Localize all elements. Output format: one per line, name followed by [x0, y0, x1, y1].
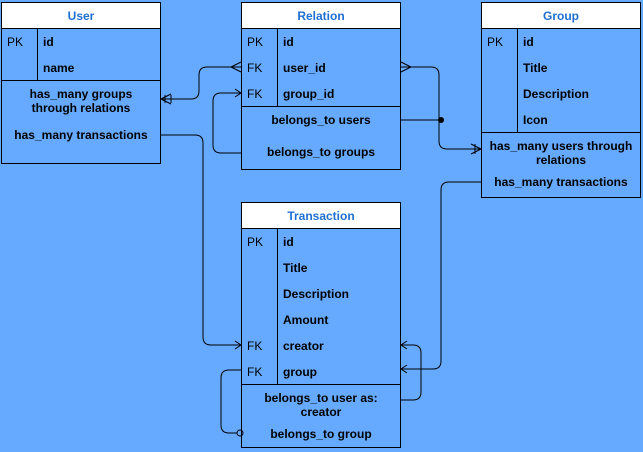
group-key-divider	[517, 29, 518, 133]
connector-relation-group-id-loop	[212, 92, 241, 154]
transaction-relation-2: belongs_to group	[270, 427, 372, 441]
key-label: PK	[247, 235, 264, 249]
group-relation-1: has_many users through relations	[489, 139, 633, 167]
transaction-field-row: PK id	[242, 229, 400, 255]
field-name: group	[283, 365, 317, 379]
field-name: group_id	[283, 87, 335, 101]
transaction-field-row: Title	[242, 255, 400, 281]
transaction-entity[interactable]: Transaction PK id Title Description Amou…	[241, 202, 401, 448]
junction-dot	[438, 117, 444, 123]
transaction-field-row: FK creator	[242, 333, 400, 359]
user-relation-1: has_many groups through relations	[29, 87, 133, 115]
key-label: PK	[487, 35, 504, 49]
connector-user-relation	[161, 66, 241, 100]
transaction-key-divider	[277, 229, 278, 385]
key-label: FK	[247, 61, 263, 75]
field-name: Title	[283, 261, 308, 275]
field-name: id	[283, 35, 294, 49]
connector-group-transaction	[401, 181, 481, 370]
relation-field-row: FK group_id	[242, 81, 400, 107]
user-title: User	[2, 3, 160, 29]
crow-foot-relation-user-id	[229, 61, 242, 73]
field-name: creator	[283, 339, 324, 353]
key-label: PK	[247, 35, 264, 49]
key-label: FK	[247, 87, 263, 101]
key-label: FK	[247, 365, 263, 379]
field-name: Description	[523, 87, 590, 101]
crow-foot-group-side	[470, 143, 482, 155]
user-relation-2: has_many transactions	[14, 128, 148, 142]
user-key-divider	[37, 29, 38, 81]
relation-field-row: PK id	[242, 29, 400, 55]
arrow-group-fk	[400, 364, 408, 374]
transaction-field-row: Description	[242, 281, 400, 307]
crow-foot-relation-side	[400, 61, 413, 73]
connector-transaction-creator-loop	[401, 344, 422, 401]
group-field-row: Description	[482, 81, 640, 107]
relation-title: Relation	[242, 3, 400, 29]
transaction-relation-1: belongs_to user as: creator	[264, 391, 378, 419]
user-section-divider	[2, 80, 160, 81]
arrow-belongs-creator	[400, 340, 408, 350]
user-field-row: name	[2, 55, 160, 81]
transaction-field-row: Amount	[242, 307, 400, 333]
transaction-title: Transaction	[242, 203, 400, 229]
field-name: id	[43, 35, 54, 49]
field-name: Description	[283, 287, 350, 301]
relation-field-row: FK user_id	[242, 55, 400, 81]
user-field-row: PK id	[2, 29, 160, 55]
relation-entity[interactable]: Relation PK id FK user_id FK group_id be…	[241, 2, 401, 170]
connector-relation-group	[401, 66, 481, 150]
group-field-row: Title	[482, 55, 640, 81]
user-entity[interactable]: User PK id name has_many groups through …	[1, 2, 161, 164]
relation-relation-1: belongs_to users	[271, 113, 371, 127]
field-name: id	[523, 35, 534, 49]
relation-relation-2: belongs_to groups	[267, 145, 375, 159]
field-name: Amount	[283, 313, 329, 327]
connector-transaction-group-loop	[220, 369, 241, 434]
key-label: PK	[7, 35, 24, 49]
relation-section-divider	[242, 106, 400, 107]
group-relation-2: has_many transactions	[494, 175, 628, 189]
group-field-row: Icon	[482, 107, 640, 133]
connector-user-transaction	[161, 134, 241, 346]
field-name: Icon	[523, 113, 548, 127]
group-title: Group	[482, 3, 640, 29]
group-entity[interactable]: Group PK id Title Description Icon has_m…	[481, 2, 641, 198]
transaction-section-divider	[242, 384, 400, 385]
group-section-divider	[482, 132, 640, 133]
group-field-row: PK id	[482, 29, 640, 55]
field-name: id	[283, 235, 294, 249]
crow-foot-user-side	[160, 93, 172, 105]
key-label: FK	[247, 339, 263, 353]
transaction-field-row: FK group	[242, 359, 400, 385]
field-name: name	[43, 61, 75, 75]
field-name: Title	[523, 61, 548, 75]
field-name: user_id	[283, 61, 326, 75]
relation-key-divider	[277, 29, 278, 107]
